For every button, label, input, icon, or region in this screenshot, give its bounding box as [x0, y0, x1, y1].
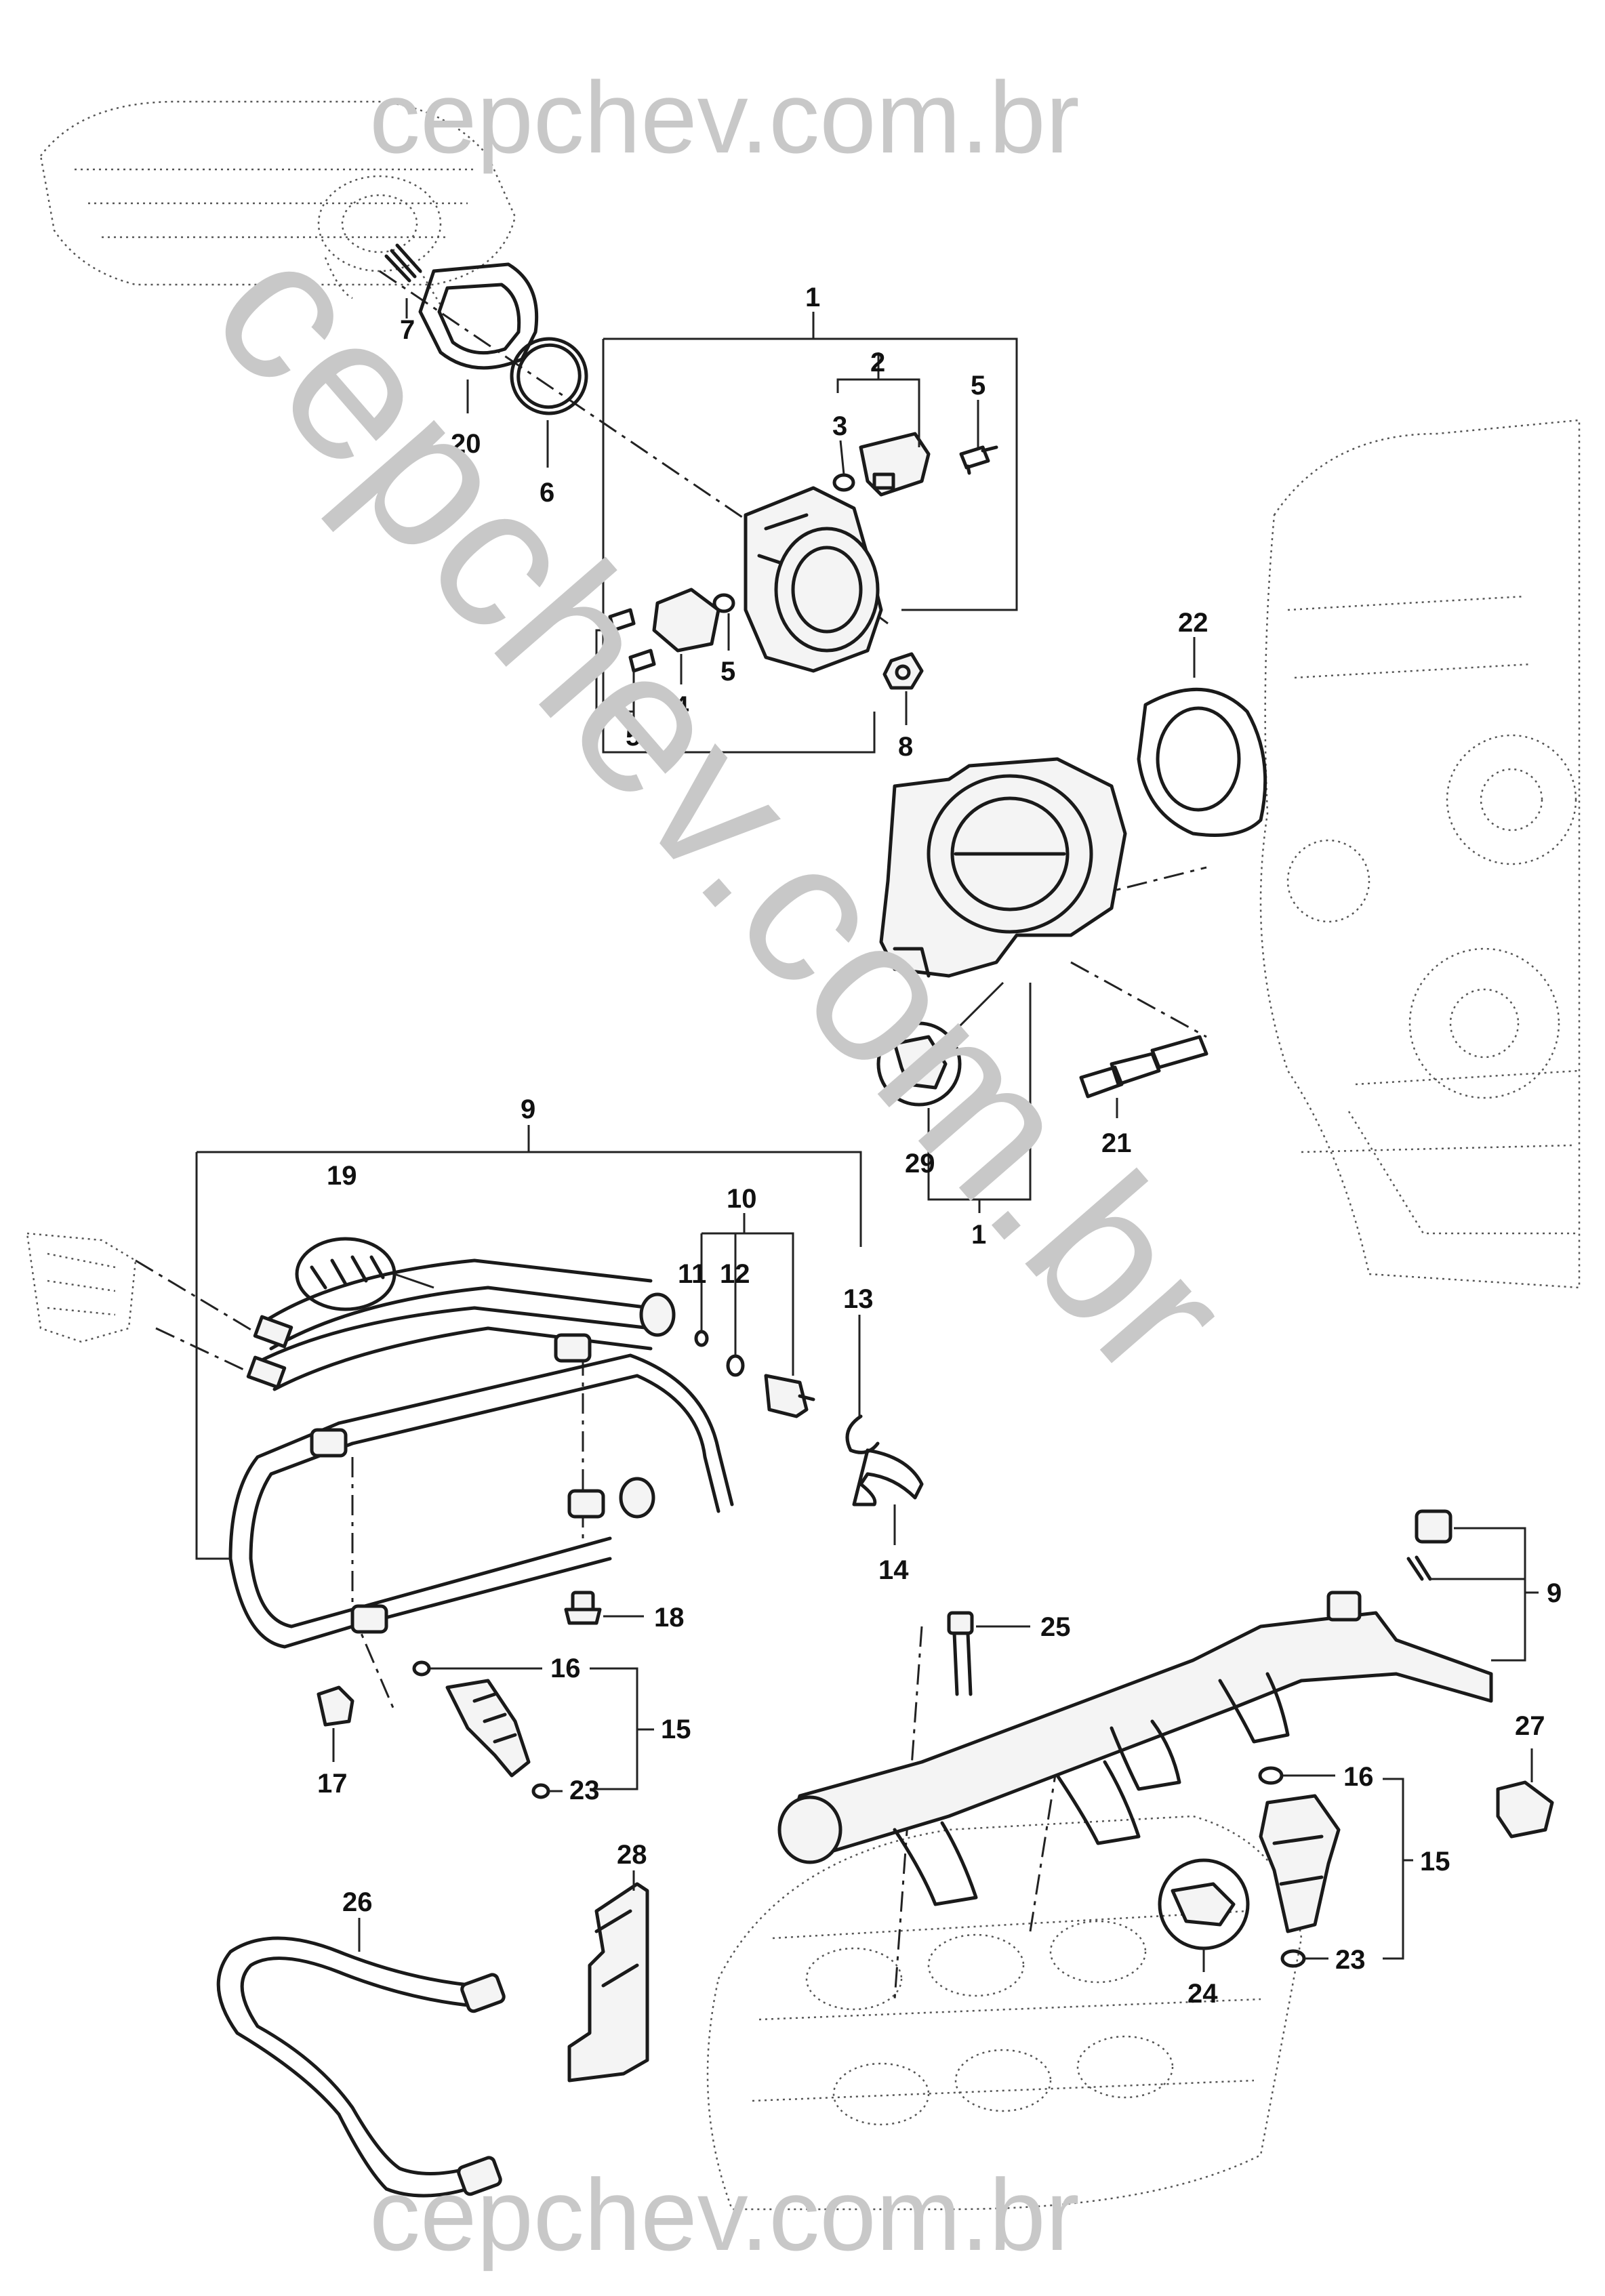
actuator-part-4 — [652, 588, 720, 653]
callout-5: 5 — [720, 657, 735, 686]
callout-24: 24 — [1187, 1979, 1218, 2009]
connector-part-27 — [1496, 1780, 1554, 1839]
detail-circle-part-24 — [1158, 1858, 1250, 1950]
background-engine-artwork — [26, 100, 1581, 2211]
callout-16: 16 — [550, 1654, 581, 1683]
callout-17: 17 — [317, 1769, 348, 1799]
o-ring-part-3 — [832, 473, 855, 492]
callout-10: 10 — [727, 1184, 757, 1214]
callout-4: 4 — [674, 691, 689, 721]
callout-2: 2 — [870, 348, 885, 377]
bolt-part-18 — [564, 1591, 602, 1625]
screw-part-5-top — [959, 445, 998, 475]
gasket-part-22 — [1137, 687, 1267, 837]
callout-9: 9 — [1547, 1578, 1562, 1608]
callout-21: 21 — [1101, 1128, 1132, 1158]
fuel-hose-part-26 — [216, 1936, 506, 2198]
cylinder-head-outline — [706, 1815, 1303, 2211]
intake-manifold-outline — [39, 100, 516, 306]
cap-part-9-right — [1406, 1509, 1452, 1581]
callout-3: 3 — [832, 411, 847, 441]
callout-5: 5 — [626, 722, 641, 752]
callout-19: 19 — [327, 1161, 357, 1191]
callout-1: 1 — [971, 1220, 986, 1250]
o-ring-part-12 — [726, 1354, 745, 1377]
callout-18: 18 — [654, 1603, 685, 1633]
o-ring-part-11 — [694, 1330, 709, 1347]
sensor-part-2 — [859, 432, 931, 497]
detail-circle-part-29 — [876, 981, 1004, 1107]
callout-16: 16 — [1343, 1762, 1374, 1792]
harness-connector-outline — [26, 1232, 137, 1343]
watermark-top: cepchev.com.br — [369, 60, 1080, 174]
bolt-part-21 — [1079, 1035, 1208, 1099]
callout-23: 23 — [1335, 1945, 1366, 1975]
nut-part-8 — [882, 652, 924, 690]
bolt-part-25 — [947, 1611, 974, 1696]
injector-part-15-right — [1259, 1794, 1341, 1933]
screw-part-5-middle — [712, 593, 735, 613]
leader-lines — [195, 298, 1539, 1972]
throttle-body-assembled-part-1 — [879, 757, 1127, 978]
callout-1: 1 — [805, 283, 820, 312]
clip-detail-part-19 — [295, 1237, 434, 1311]
callout-5: 5 — [971, 371, 986, 401]
callout-25: 25 — [1040, 1612, 1071, 1642]
callout-8: 8 — [898, 732, 913, 762]
fuel-rail-part-9-right — [777, 1591, 1493, 1906]
callout-6: 6 — [540, 478, 554, 508]
injector-part-15-left — [445, 1679, 531, 1778]
screw-part-5-left — [608, 608, 656, 673]
pressure-valve-part-10 — [764, 1374, 815, 1418]
callout-26: 26 — [342, 1887, 373, 1917]
throttle-body-exploded-part-1 — [744, 486, 883, 673]
callout-13: 13 — [843, 1284, 874, 1314]
callout-12: 12 — [720, 1259, 750, 1289]
o-ring-part-23-right — [1280, 1949, 1306, 1968]
callout-7: 7 — [400, 315, 415, 345]
callout-23: 23 — [569, 1776, 600, 1805]
o-ring-part-16-left — [412, 1660, 431, 1677]
bracket-part-28 — [567, 1882, 649, 2083]
fuel-rail-assembly-part-9 — [228, 1258, 734, 1649]
hose-elbow-part-14 — [852, 1448, 924, 1506]
o-ring-part-6 — [510, 337, 588, 415]
clip-ring-part-13 — [845, 1414, 880, 1454]
o-ring-part-16-right — [1258, 1766, 1284, 1785]
callout-labels: 1 2 3 5 7 20 6 5 4 5 8 22 29 1 21 9 19 1… — [317, 283, 1562, 2009]
callout-28: 28 — [617, 1840, 647, 1870]
watermark-bottom: cepchev.com.br — [369, 2158, 1080, 2272]
callout-22: 22 — [1178, 608, 1208, 638]
callout-27: 27 — [1515, 1711, 1545, 1741]
o-ring-part-23-left — [531, 1783, 550, 1799]
callout-15: 15 — [1420, 1847, 1450, 1877]
callout-15: 15 — [661, 1715, 691, 1744]
callout-29: 29 — [905, 1149, 935, 1178]
clip-part-17 — [317, 1685, 354, 1727]
engine-block-outline — [1259, 419, 1581, 1289]
stud-part-7 — [384, 243, 422, 283]
callout-9: 9 — [521, 1094, 535, 1124]
callout-14: 14 — [878, 1555, 909, 1585]
callout-11: 11 — [678, 1259, 706, 1289]
callout-20: 20 — [451, 429, 481, 459]
